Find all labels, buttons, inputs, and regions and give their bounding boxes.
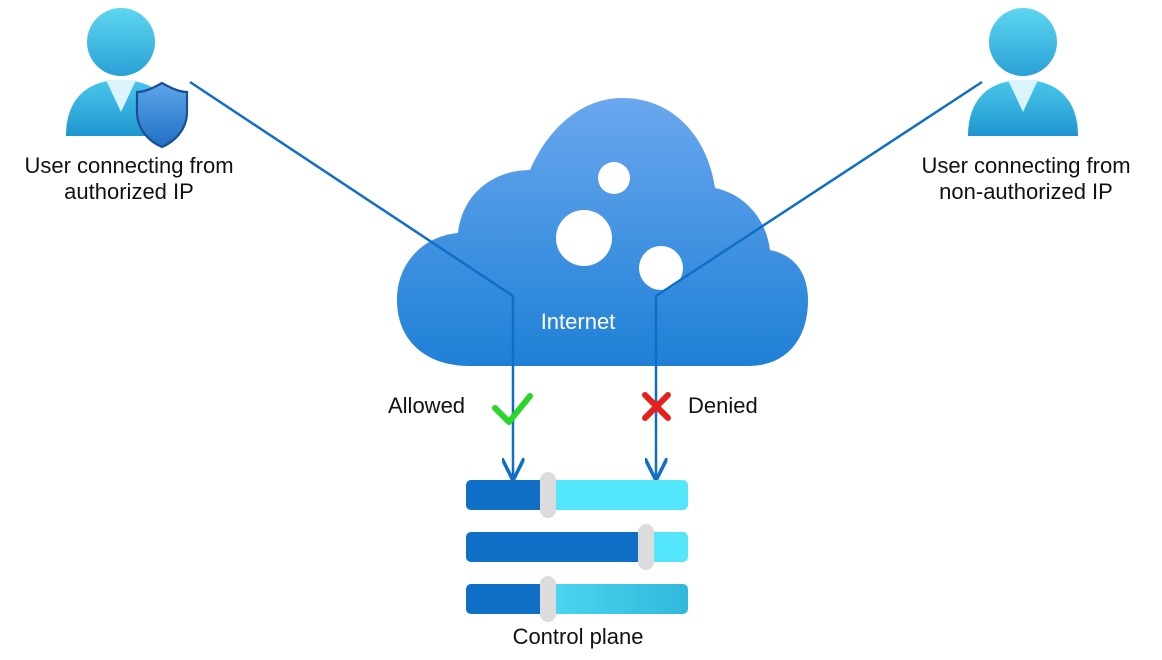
- control-plane-label: Control plane: [512, 624, 644, 649]
- checkmark-icon: [492, 393, 533, 425]
- unauthorized-connection-line: [656, 80, 983, 476]
- authorized-user-label-line2: authorized IP: [64, 179, 194, 204]
- slider-track: [466, 472, 688, 518]
- authorized-user-label-line1: User connecting from: [24, 153, 234, 178]
- unauthorized-user-label: User connecting from non-authorized IP: [895, 153, 1157, 205]
- sliders-icon: [466, 472, 688, 622]
- internet-cloud-icon: [397, 98, 808, 366]
- unauthorized-user-label-line2: non-authorized IP: [939, 179, 1113, 204]
- authorized-user-label: User connecting from authorized IP: [0, 153, 258, 205]
- x-icon: [642, 392, 671, 421]
- denied-label: Denied: [688, 393, 758, 418]
- slider-track: [466, 524, 688, 570]
- unauthorized-user-icon: [968, 8, 1078, 136]
- slider-track: [466, 576, 688, 622]
- internet-label: Internet: [540, 309, 616, 334]
- allowed-label: Allowed: [388, 393, 466, 418]
- shield-icon: [135, 81, 189, 149]
- authorized-user-icon: [66, 8, 189, 149]
- unauthorized-user-label-line1: User connecting from: [921, 153, 1131, 178]
